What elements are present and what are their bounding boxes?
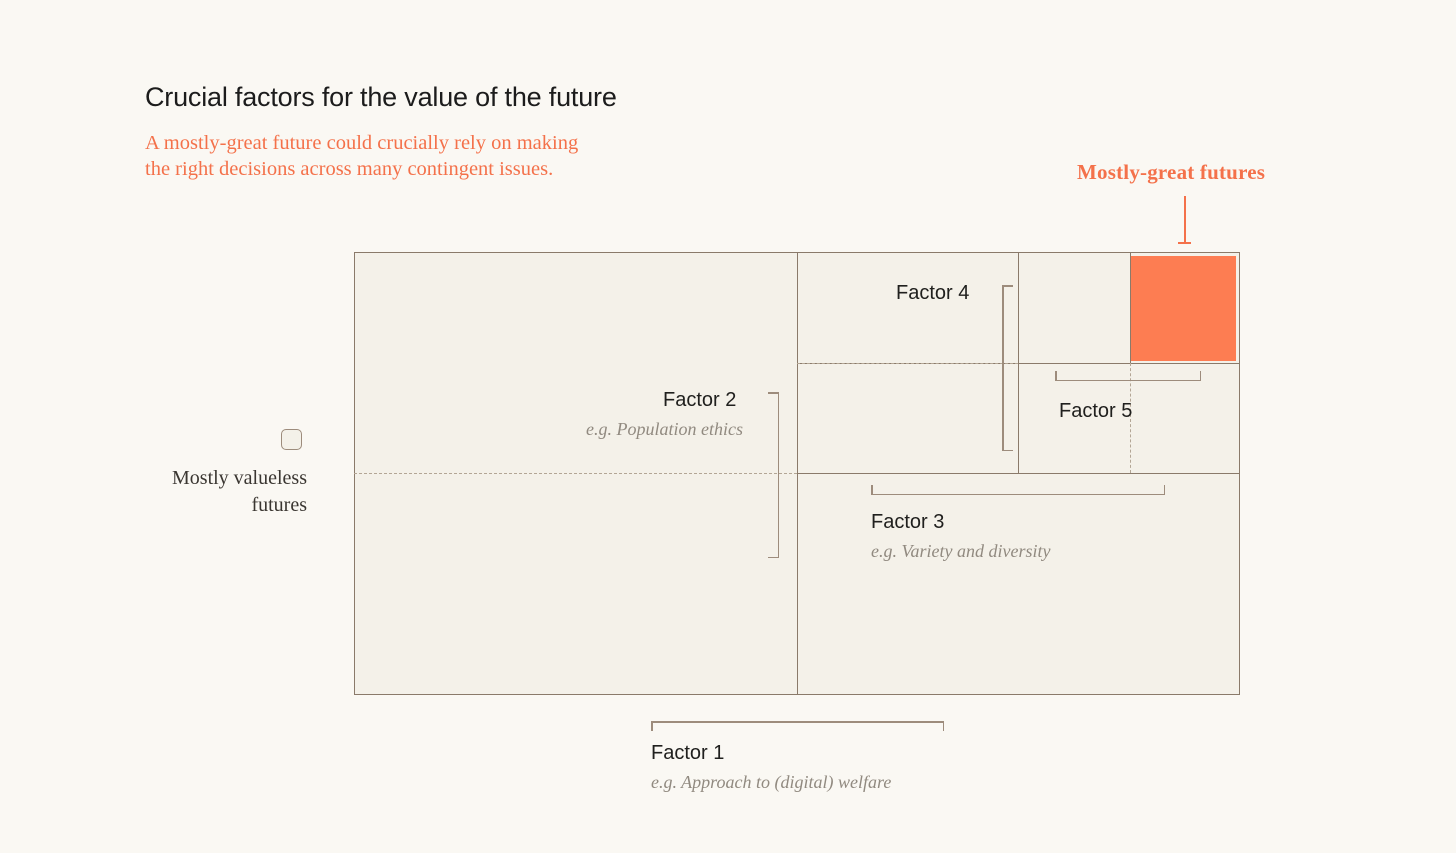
mostly-great-futures-label: Mostly-great futures xyxy=(1077,160,1266,184)
factor-3-name: Factor 3 xyxy=(871,511,945,533)
mostly-valueless-futures-label: Mostly valueless futures xyxy=(172,467,307,516)
factor-2-example: e.g. Population ethics xyxy=(586,419,743,439)
mostly-valueless-swatch xyxy=(281,429,302,450)
dashed-vertical-factor5 xyxy=(1130,363,1131,473)
factor-2-bracket xyxy=(768,392,779,558)
factor-5-bracket xyxy=(1055,371,1201,381)
factor-4-name: Factor 4 xyxy=(896,282,970,304)
mostly-great-pointer-line xyxy=(1184,196,1186,244)
factor-3-bracket xyxy=(871,485,1165,495)
page-title: Crucial factors for the value of the fut… xyxy=(145,82,617,112)
factor-3-example: e.g. Variety and diversity xyxy=(871,541,1051,561)
divider-horizontal-factor2 xyxy=(797,473,1240,475)
factor-5-name: Factor 5 xyxy=(1059,400,1133,422)
divider-vertical-factor3 xyxy=(1018,252,1020,473)
page-subtitle: A mostly-great future could crucially re… xyxy=(145,132,579,180)
mostly-great-futures-cell xyxy=(1131,256,1236,361)
factor-4-bracket xyxy=(1002,285,1013,451)
divider-vertical-factor5 xyxy=(1130,252,1132,363)
dashed-horizontal-mid xyxy=(797,363,1018,364)
factor-1-name: Factor 1 xyxy=(651,742,725,764)
dashed-horizontal-left xyxy=(354,473,797,474)
factor-2-name: Factor 2 xyxy=(663,389,737,411)
factor-1-example: e.g. Approach to (digital) welfare xyxy=(651,772,892,792)
factor-1-bracket xyxy=(651,721,944,731)
mostly-great-pointer-tip xyxy=(1178,242,1191,244)
divider-horizontal-factor4 xyxy=(797,363,1240,365)
